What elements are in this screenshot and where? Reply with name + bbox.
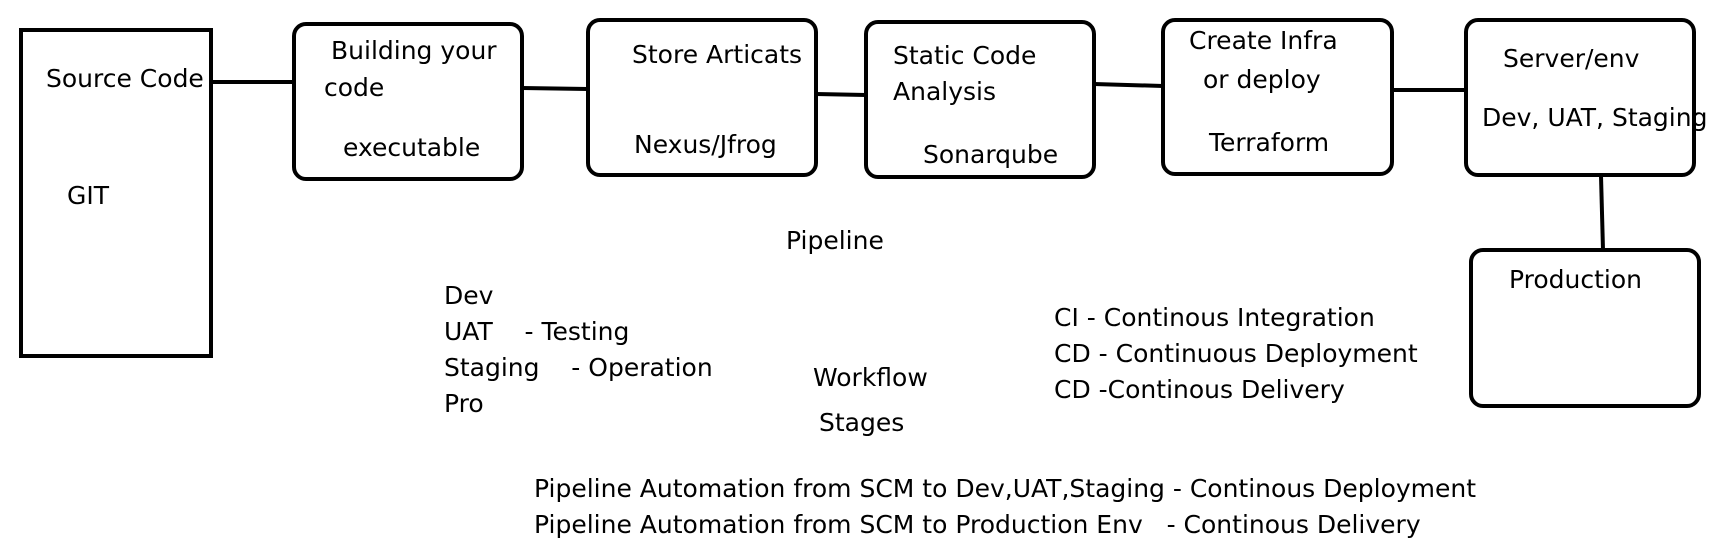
- static-label-2: Analysis: [893, 77, 997, 106]
- connector-server-production: [1599, 175, 1605, 251]
- automation-note: Pipeline Automation from SCM to Dev,UAT,…: [534, 474, 1477, 503]
- connector-build-store: [521, 86, 589, 91]
- build-label-2: code: [324, 73, 385, 102]
- store-artifacts-box: [586, 18, 818, 177]
- build-label-1: Building your: [331, 36, 497, 65]
- build-label-3: executable: [343, 133, 481, 162]
- infra-label-2: or deploy: [1203, 65, 1321, 94]
- build-box: [292, 22, 524, 181]
- store-label-2: Nexus/Jfrog: [634, 130, 777, 159]
- environment-item: UAT - Testing: [444, 317, 630, 346]
- store-label-1: Store Articats: [632, 40, 803, 69]
- ci-cd-item: CI - Continous Integration: [1054, 303, 1375, 332]
- static-label-3: Sonarqube: [923, 140, 1059, 169]
- connector-store-static: [815, 92, 867, 97]
- workflow-label: Workflow: [813, 363, 928, 392]
- connector-static-infra: [1093, 82, 1164, 88]
- pipeline-label: Pipeline: [786, 226, 884, 255]
- ci-cd-item: CD -Continous Delivery: [1054, 375, 1345, 404]
- automation-note: Pipeline Automation from SCM to Producti…: [534, 510, 1421, 539]
- environment-item: Pro: [444, 389, 484, 418]
- environment-list: Dev UAT - Testing Staging - Operation Pr…: [444, 278, 713, 422]
- create-infra-box: [1161, 18, 1394, 176]
- ci-cd-item: CD - Continuous Deployment: [1054, 339, 1418, 368]
- server-label-1: Server/env: [1503, 44, 1640, 73]
- stages-label: Stages: [819, 408, 905, 437]
- source-code-box: [19, 28, 213, 358]
- git-label: GIT: [67, 181, 110, 210]
- static-analysis-box: [864, 20, 1096, 179]
- server-env-box: [1464, 18, 1696, 177]
- production-box: [1469, 248, 1701, 408]
- infra-label-1: Create Infra: [1189, 26, 1338, 55]
- static-label-1: Static Code: [893, 41, 1037, 70]
- server-label-2: Dev, UAT, Staging: [1482, 103, 1708, 132]
- production-label: Production: [1509, 265, 1643, 294]
- automation-notes: Pipeline Automation from SCM to Dev,UAT,…: [534, 471, 1476, 543]
- ci-cd-definitions: CI - Continous Integration CD - Continuo…: [1054, 300, 1418, 408]
- environment-item: Staging - Operation: [444, 353, 713, 382]
- source-code-label: Source Code: [46, 64, 204, 93]
- infra-label-3: Terraform: [1209, 128, 1330, 157]
- environment-item: Dev: [444, 281, 494, 310]
